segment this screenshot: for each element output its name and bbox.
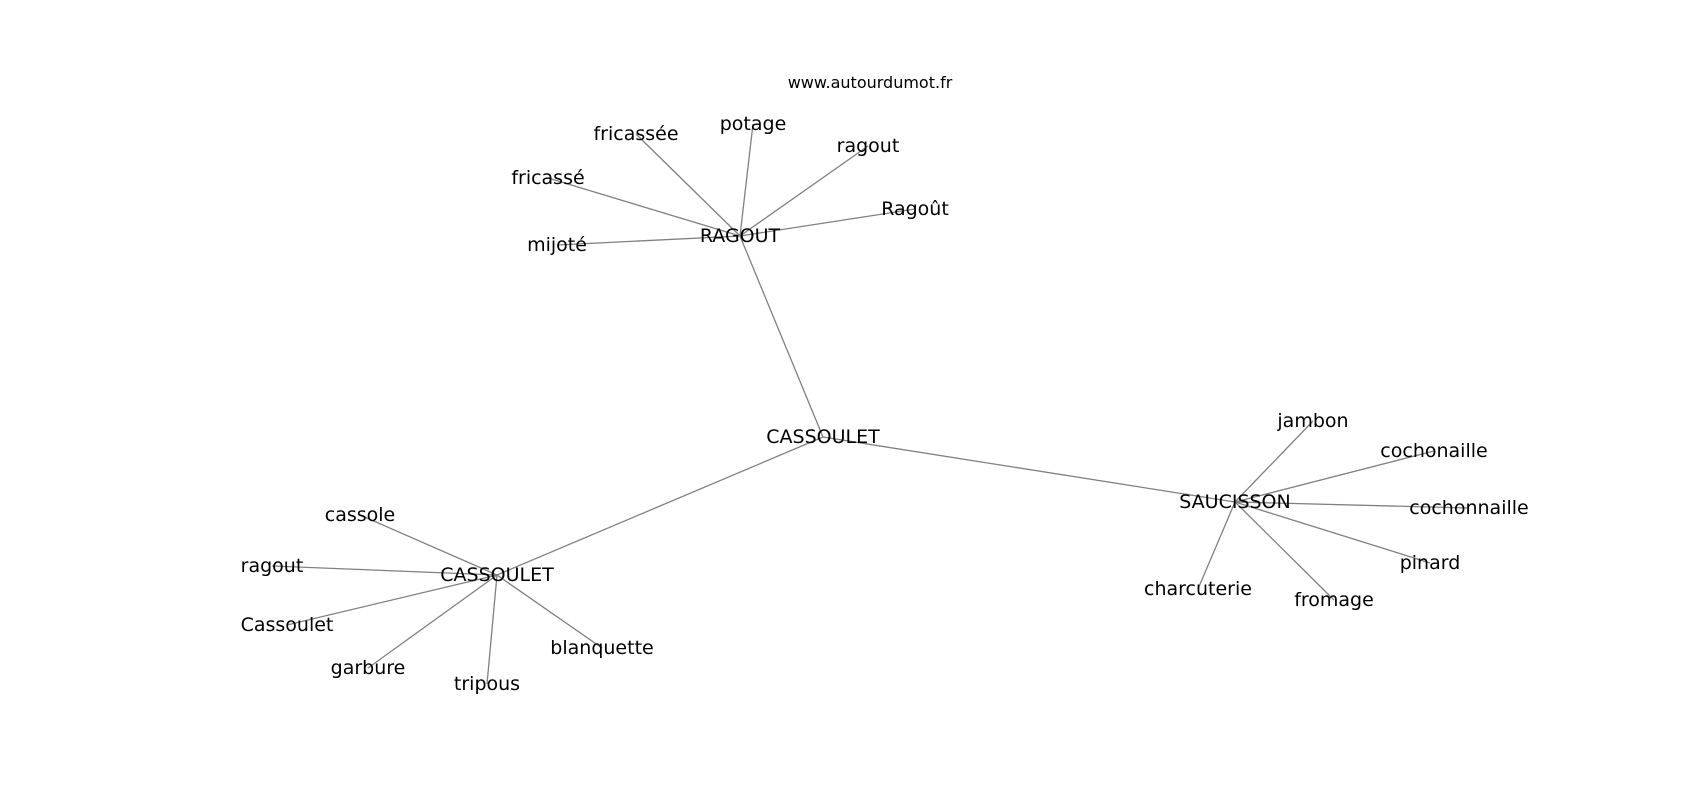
edge-ragout_hub-fricassee <box>635 133 741 237</box>
node-fricasse: fricassé <box>511 167 584 189</box>
node-mijote: mijoté <box>527 234 587 256</box>
edge-ragout_hub-ragout_cap <box>739 208 916 237</box>
edge-center-saucisson_hub <box>822 436 1236 503</box>
node-fromage: fromage <box>1294 589 1374 611</box>
edge-ragout_hub-fricasse <box>547 177 741 237</box>
edge-saucisson_hub-charcuterie <box>1197 501 1236 590</box>
source-credit: www.autourdumot.fr <box>788 73 953 92</box>
node-tripous: tripous <box>454 673 520 695</box>
graph-edges <box>271 123 1470 685</box>
node-blanquette: blanquette <box>550 637 653 659</box>
edge-saucisson_hub-cochonaille <box>1234 450 1435 503</box>
node-pinard: pinard <box>1400 552 1461 574</box>
graph-nodes: CASSOULET RAGOUT SAUCISSON CASSOULET fricass… <box>241 113 1529 695</box>
edge-cassoulet_hub-blanquette <box>496 574 603 649</box>
edge-saucisson_hub-pinard <box>1234 501 1431 564</box>
node-ragout_cap: Ragoût <box>881 198 949 220</box>
node-ragout_c: ragout <box>241 555 304 577</box>
edge-saucisson_hub-jambon <box>1234 420 1314 503</box>
edge-cassoulet_hub-garbure <box>367 574 498 669</box>
node-jambon: jambon <box>1276 410 1348 432</box>
node-center: CASSOULET <box>766 426 880 448</box>
node-fricassee: fricassée <box>593 123 678 145</box>
edge-saucisson_hub-fromage <box>1234 501 1335 601</box>
node-cochonnaille: cochonnaille <box>1409 497 1528 519</box>
node-charcuterie: charcuterie <box>1144 578 1252 600</box>
edge-saucisson_hub-cochonnaille <box>1234 501 1470 509</box>
edge-cassoulet_hub-cassoulet_cap <box>286 574 498 626</box>
edge-center-ragout_hub <box>739 235 824 438</box>
node-ragout_r: ragout <box>837 135 900 157</box>
edge-ragout_hub-potage <box>739 123 754 237</box>
node-potage: potage <box>720 113 787 135</box>
edge-cassoulet_hub-ragout_c <box>271 565 498 576</box>
node-garbure: garbure <box>331 657 406 679</box>
node-cochonaille: cochonaille <box>1380 440 1487 462</box>
node-cassoulet_cap: Cassoulet <box>241 614 334 636</box>
node-cassole: cassole <box>325 504 395 526</box>
edge-cassoulet_hub-tripous <box>486 574 498 685</box>
node-ragout_hub: RAGOUT <box>700 225 781 247</box>
edge-cassoulet_hub-cassole <box>359 514 498 576</box>
edge-ragout_hub-mijote <box>556 235 741 246</box>
edge-center-cassoulet_hub <box>496 436 824 576</box>
node-saucisson_hub: SAUCISSON <box>1179 491 1290 513</box>
edge-ragout_hub-ragout_r <box>739 145 869 237</box>
node-cassoulet_hub: CASSOULET <box>440 564 554 586</box>
